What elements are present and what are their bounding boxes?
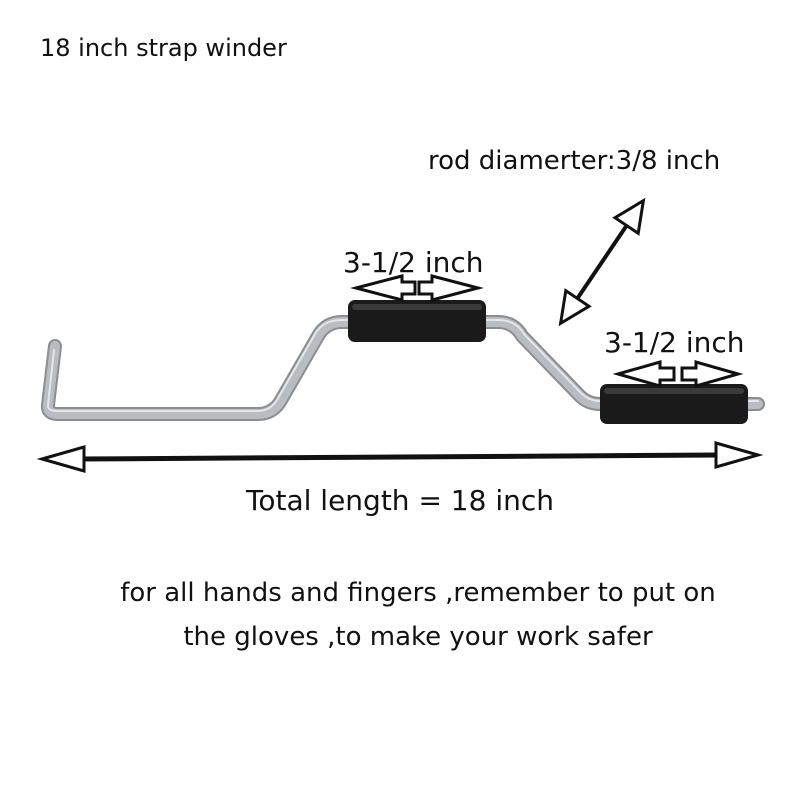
title: 18 inch strap winder <box>40 34 287 62</box>
safety-note-line-1: for all hands and fingers ,remember to p… <box>120 578 716 608</box>
right-arrow-left <box>612 360 676 388</box>
center-grip-length-label: 3-1/2 inch <box>343 246 484 279</box>
rod-diameter-arrowhead-1 <box>558 288 592 327</box>
right-grip-dimension-arrow <box>612 360 744 388</box>
center-grip <box>348 300 486 342</box>
center-grip-dimension-arrow <box>350 274 484 302</box>
rod-diameter-arrow <box>558 197 646 327</box>
total-length-arrow <box>36 441 764 473</box>
center-grip-sheen <box>352 304 482 310</box>
rod-diameter-arrowhead-2 <box>612 197 646 236</box>
total-length-label: Total length = 18 inch <box>246 484 554 517</box>
right-grip-length-label: 3-1/2 inch <box>604 326 745 359</box>
total-arrowhead-left <box>36 445 86 473</box>
rod-highlight <box>46 319 759 412</box>
center-arrow-right <box>417 274 484 302</box>
safety-note-line-2: the gloves ,to make your work safer <box>183 622 653 652</box>
center-arrow-left <box>350 274 417 302</box>
total-arrowhead-right <box>714 441 764 469</box>
rod-diameter-label: rod diamerter:3/8 inch <box>428 146 721 176</box>
right-arrow-right <box>680 360 744 388</box>
right-grip-sheen <box>604 388 744 394</box>
rod <box>42 317 763 419</box>
